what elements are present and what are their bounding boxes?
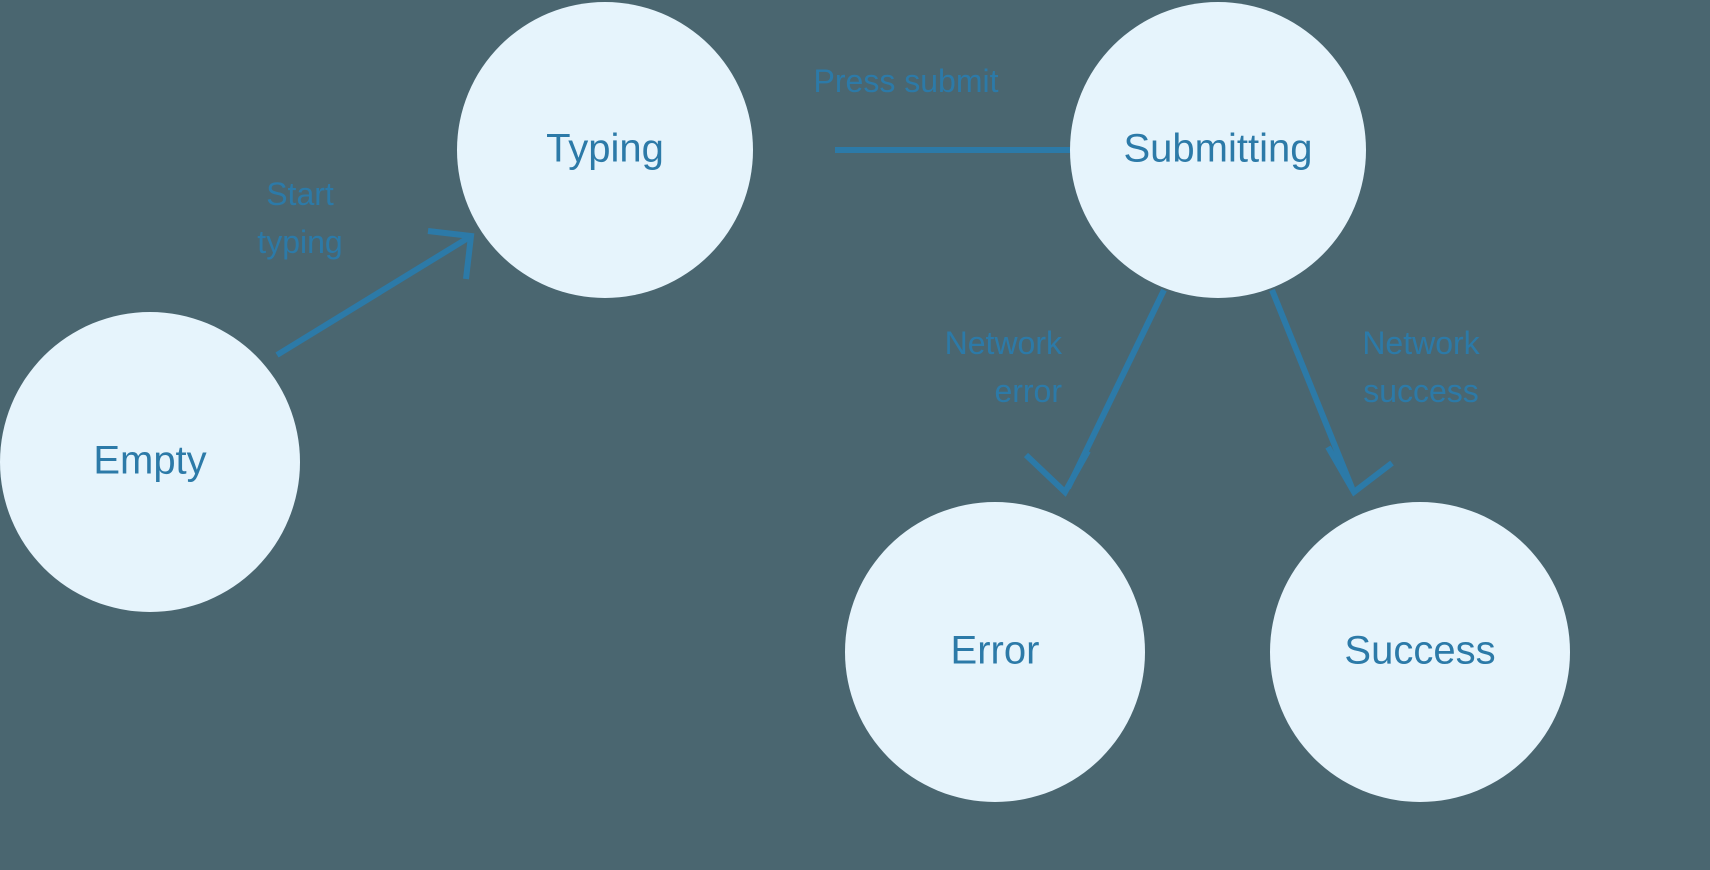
node-success[interactable]: Success	[1270, 502, 1570, 802]
edge-empty-to-typing	[275, 228, 475, 358]
node-empty-label: Empty	[93, 439, 206, 483]
edge-empty-to-typing-arrowhead	[427, 228, 475, 280]
edge-label-submitting-to-error-line1: Network	[945, 325, 1063, 361]
edge-label-submitting-to-error-line2: error	[994, 373, 1062, 409]
edge-submitting-to-success	[1269, 288, 1394, 497]
node-error-label: Error	[951, 629, 1040, 673]
node-submitting[interactable]: Submitting	[1070, 2, 1366, 298]
node-empty[interactable]: Empty	[0, 312, 300, 612]
node-submitting-circle[interactable]	[1070, 2, 1366, 298]
node-typing-label: Typing	[546, 127, 664, 171]
node-success-circle[interactable]	[1270, 502, 1570, 802]
node-error[interactable]: Error	[845, 502, 1145, 802]
edge-label-empty-to-typing-line1: Start	[266, 176, 334, 212]
edge-empty-to-typing-line	[275, 235, 470, 358]
node-success-label: Success	[1344, 629, 1495, 673]
edge-submitting-to-error-arrowhead	[1023, 449, 1091, 497]
edge-label-submitting-to-success-line1: Network	[1362, 325, 1480, 361]
edge-submitting-to-error	[1023, 288, 1167, 497]
node-typing[interactable]: Typing	[457, 2, 753, 298]
node-submitting-label: Submitting	[1124, 127, 1313, 171]
edge-label-typing-to-submitting-line1: Press submit	[814, 63, 999, 99]
node-empty-circle[interactable]	[0, 312, 300, 612]
edge-submitting-to-success-arrowhead	[1325, 445, 1394, 497]
edge-submitting-to-success-line	[1269, 288, 1355, 490]
edge-label-empty-to-typing-line2: typing	[257, 224, 342, 260]
node-typing-circle[interactable]	[457, 2, 753, 298]
node-error-circle[interactable]	[845, 502, 1145, 802]
edge-label-submitting-to-success-line2: success	[1363, 373, 1479, 409]
